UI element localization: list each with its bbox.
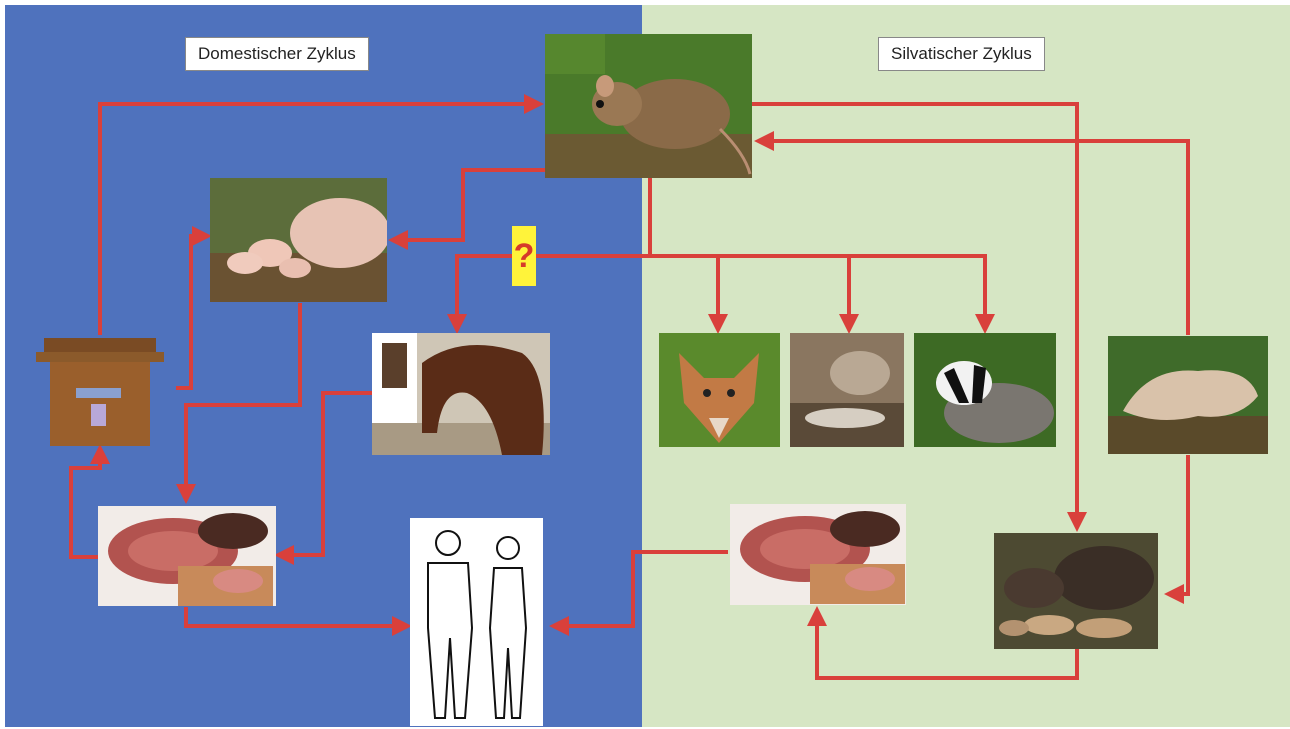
ham-sylvatic-photo	[730, 504, 906, 605]
humans-drawing	[410, 518, 543, 726]
arrow-deadboar-to-mouse	[758, 141, 1188, 335]
pigs-photo	[210, 178, 387, 302]
sylvatic-cycle-label: Silvatischer Zyklus	[878, 37, 1045, 71]
arrow-hamdom-to-humans	[186, 607, 408, 626]
dead-boar-photo	[1108, 336, 1268, 454]
fox-photo	[659, 333, 780, 447]
arrow-deadboar-to-wildboars	[1168, 455, 1188, 594]
arrow-horse-to-ham	[278, 393, 372, 555]
arrow-ham-to-bin	[71, 448, 100, 557]
badger-photo	[914, 333, 1056, 447]
ham-domestic-photo	[98, 506, 276, 606]
wild-boars-photo	[994, 533, 1158, 649]
arrow-mouse-to-pigs	[392, 170, 600, 240]
domestic-cycle-label: Domestischer Zyklus	[185, 37, 369, 71]
uncertain-transmission-marker: ?	[512, 226, 536, 286]
arrow-mouse-branch	[650, 178, 985, 330]
arrow-mouse-to-wildboars	[752, 104, 1077, 528]
marten-photo	[790, 333, 904, 447]
arrow-pigs-to-ham	[186, 303, 300, 500]
mouse-photo	[545, 34, 752, 178]
arrow-to-horse	[457, 256, 650, 330]
arrow-ham-to-humans	[553, 552, 728, 626]
horse-photo	[372, 333, 550, 455]
arrow-bin-to-pigs	[176, 236, 208, 388]
bin-photo	[36, 338, 164, 446]
